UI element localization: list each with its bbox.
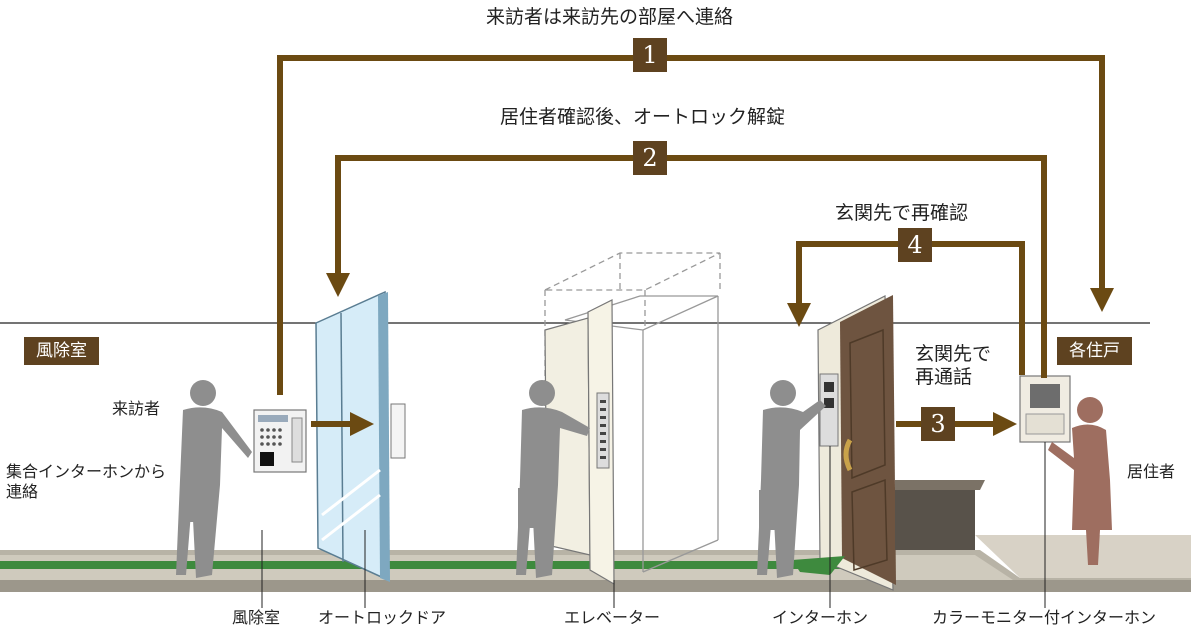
step-1-number: 1 bbox=[633, 38, 667, 72]
entrance-intercom-panel bbox=[253, 409, 307, 473]
intercom-label: インターホン bbox=[772, 608, 869, 627]
autolock-door-graphic bbox=[315, 290, 406, 582]
visitor-label: 来訪者 bbox=[112, 399, 161, 418]
arrow-step-1 bbox=[277, 55, 1114, 395]
step-3-number: 3 bbox=[921, 407, 955, 441]
step-3-caption: 玄関先で 再通話 bbox=[915, 343, 992, 388]
arrow-step-2 bbox=[326, 155, 1047, 378]
leader-lines bbox=[261, 442, 1046, 608]
door-visitor-silhouette bbox=[757, 380, 826, 578]
residence-door-graphic bbox=[792, 295, 896, 591]
windbreak-bottom-label: 風除室 bbox=[232, 608, 281, 627]
step-2-number: 2 bbox=[633, 141, 667, 175]
visitor-action-label: 集合インターホンから 連絡 bbox=[6, 462, 167, 501]
visitor-silhouette bbox=[176, 380, 252, 578]
step-4-number: 4 bbox=[898, 228, 932, 262]
shoe-cabinet-graphic bbox=[895, 480, 985, 550]
step-1-caption: 来訪者は来訪先の部屋へ連絡 bbox=[486, 6, 734, 28]
windbreak-area-tag: 風除室 bbox=[24, 337, 99, 366]
step-4-caption: 玄関先で再確認 bbox=[835, 202, 969, 224]
resident-label: 居住者 bbox=[1127, 462, 1176, 481]
color-monitor-intercom-label: カラーモニター付インターホン bbox=[932, 608, 1157, 627]
color-monitor-intercom-graphic bbox=[1019, 375, 1071, 443]
floor-stripe bbox=[0, 561, 850, 569]
elevator-label: エレベーター bbox=[564, 608, 661, 627]
resident-silhouette bbox=[1048, 397, 1112, 565]
autolock-door-label: オートロックドア bbox=[318, 608, 447, 627]
elevator-user-silhouette bbox=[516, 380, 590, 578]
residence-area-tag: 各住戸 bbox=[1057, 337, 1132, 366]
step-2-caption: 居住者確認後、オートロック解錠 bbox=[500, 106, 786, 128]
